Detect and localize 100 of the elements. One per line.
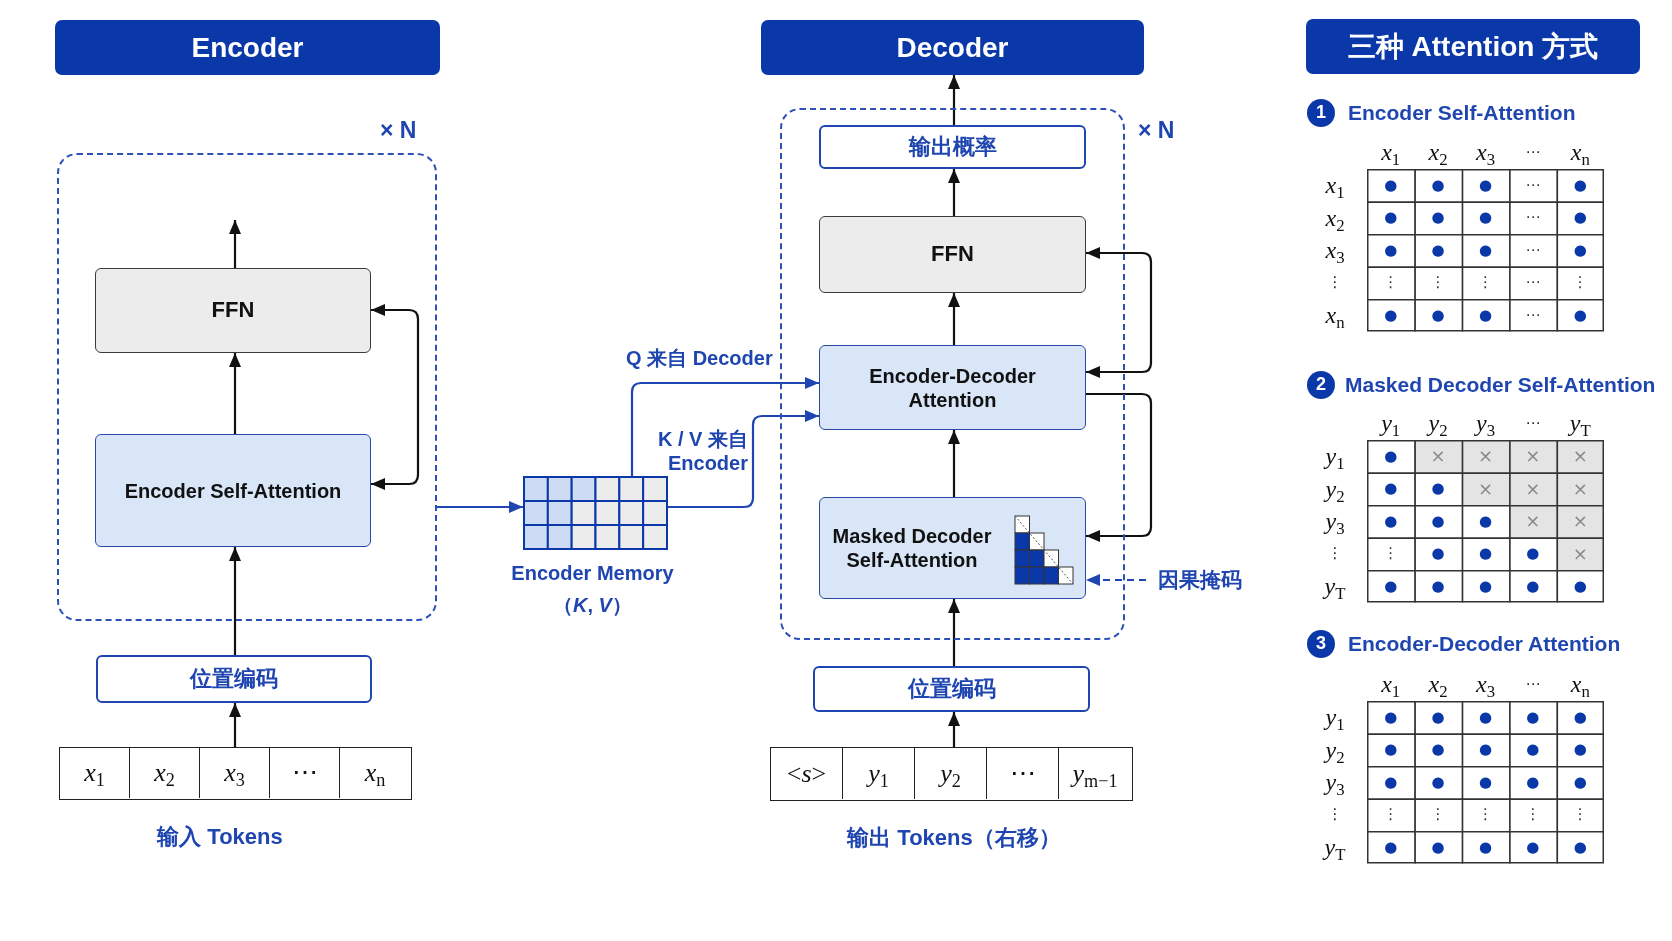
mask-cross: × xyxy=(1477,447,1494,466)
axis-label: y$_{T}$ xyxy=(1569,411,1591,435)
attention-dot: ● xyxy=(1573,210,1587,226)
ellipsis: ⋯ xyxy=(1525,242,1541,258)
axis-label: y$_{3}$ xyxy=(1325,770,1345,795)
double-headed-arrow xyxy=(371,304,420,490)
attention-dot: ● xyxy=(1573,742,1587,758)
ellipsis: ⋮ xyxy=(1430,275,1446,291)
axis-label: ⋮ xyxy=(1327,275,1343,291)
process-box xyxy=(96,655,372,703)
section-title: Encoder Self-Attention xyxy=(1348,100,1576,126)
attention-dot: ● xyxy=(1478,210,1493,226)
block-label: 输出概率 xyxy=(908,133,997,161)
axis-label: y$_{2}$ xyxy=(1428,411,1448,435)
process-box xyxy=(95,268,371,353)
attention-dot: ● xyxy=(1526,709,1540,725)
mask-cross: × xyxy=(1572,512,1588,531)
arrow xyxy=(229,220,241,268)
header-title: Decoder xyxy=(896,30,1009,65)
arrow xyxy=(229,703,241,747)
arrow xyxy=(948,293,960,345)
ellipsis: ⋯ xyxy=(1525,210,1541,226)
attention-dot: ● xyxy=(1384,307,1398,323)
axis-label: x$_{3}$ xyxy=(1475,672,1495,696)
ellipsis: ⋯ xyxy=(1525,177,1541,193)
axis-label: x$_{n}$ xyxy=(1325,303,1345,328)
attention-dot: ● xyxy=(1384,242,1398,258)
axis-label: x$_{2}$ xyxy=(1428,672,1448,696)
edge-label: K / V 来自 Encoder xyxy=(657,427,748,475)
number-badge xyxy=(1307,630,1335,658)
block-label: Encoder-Decoder Attention xyxy=(868,363,1037,412)
dashed-frame xyxy=(780,108,1125,640)
token-symbol: ⋯ xyxy=(1009,757,1036,790)
attention-dot: ● xyxy=(1431,578,1445,594)
attention-dot: ● xyxy=(1526,742,1540,758)
node-label: （K, V） xyxy=(553,593,632,617)
token-symbol: <s> xyxy=(786,757,827,790)
repeat-label: × N xyxy=(1138,117,1175,145)
mask-cross: × xyxy=(1572,447,1588,466)
axis-label: y$_{3}$ xyxy=(1325,509,1345,534)
attention-dot: ● xyxy=(1573,774,1587,790)
attention-dot: ● xyxy=(1478,513,1493,529)
attention-dot: ● xyxy=(1478,242,1493,258)
attention-dot: ● xyxy=(1478,742,1493,758)
attention-dot: ● xyxy=(1431,546,1445,562)
axis-label: x$_{1}$ xyxy=(1381,672,1401,696)
token-symbol: y$_{2}$ xyxy=(940,757,961,790)
attention-dot: ● xyxy=(1478,177,1493,193)
attention-dot: ● xyxy=(1384,210,1398,226)
axis-label: y$_{2}$ xyxy=(1325,737,1345,762)
step-number: 2 xyxy=(1316,374,1326,396)
token-symbol: y$_{m−1}$ xyxy=(1072,757,1118,790)
axis-label: ⋮ xyxy=(1327,546,1343,562)
ellipsis: ⋯ xyxy=(1525,275,1541,291)
attention-dot: ● xyxy=(1384,481,1398,497)
token-row xyxy=(770,747,1133,801)
axis-label: x$_{2}$ xyxy=(1428,140,1448,164)
block-label: FFN xyxy=(931,241,974,268)
attention-dot: ● xyxy=(1573,839,1587,855)
dashed-arrow xyxy=(1086,574,1146,586)
axis-label: y$_{3}$ xyxy=(1475,411,1495,435)
header-title: Encoder xyxy=(191,30,304,65)
step-number: 3 xyxy=(1316,633,1326,655)
attention-dot: ● xyxy=(1573,709,1587,725)
repeat-label: × N xyxy=(380,117,417,145)
axis-label: x$_{1}$ xyxy=(1325,173,1345,198)
header-title: 三种 Attention 方式 xyxy=(1347,29,1599,64)
attention-dot: ● xyxy=(1478,709,1493,725)
axis-label: x$_{n}$ xyxy=(1570,140,1590,164)
node-label: 输入 Tokens xyxy=(157,823,283,851)
ellipsis: ⋮ xyxy=(1478,807,1493,823)
mask-cross: × xyxy=(1525,512,1541,531)
arrow xyxy=(1086,392,1153,542)
attention-dot: ● xyxy=(1431,481,1445,497)
arrow xyxy=(948,75,960,125)
arrow xyxy=(437,501,523,513)
arrow xyxy=(948,169,960,216)
axis-label: ⋯ xyxy=(1525,415,1541,431)
process-box xyxy=(813,666,1090,712)
attention-dot: ● xyxy=(1431,839,1445,855)
token-symbol: y$_{1}$ xyxy=(868,757,889,790)
step-number: 1 xyxy=(1316,102,1326,124)
token-symbol: x$_{1}$ xyxy=(84,757,105,789)
arrow xyxy=(948,712,960,747)
block-label: Masked Decoder Self-Attention xyxy=(831,524,993,572)
memory-grid xyxy=(523,476,668,550)
attention-dot: ● xyxy=(1431,709,1445,725)
token-symbol: ⋯ xyxy=(291,757,318,789)
attention-dot: ● xyxy=(1478,546,1493,562)
axis-label: x$_{2}$ xyxy=(1325,205,1345,230)
ellipsis: ⋮ xyxy=(1383,807,1399,823)
arrow xyxy=(229,353,241,434)
attention-dot: ● xyxy=(1384,177,1398,193)
axis-label: x$_{3}$ xyxy=(1325,238,1345,263)
attention-dot: ● xyxy=(1384,839,1398,855)
mask-cross: × xyxy=(1572,479,1588,498)
attention-dot: ● xyxy=(1478,307,1493,323)
token-symbol: x$_{3}$ xyxy=(224,757,245,789)
attention-dot: ● xyxy=(1431,210,1445,226)
ellipsis: ⋮ xyxy=(1525,807,1541,823)
